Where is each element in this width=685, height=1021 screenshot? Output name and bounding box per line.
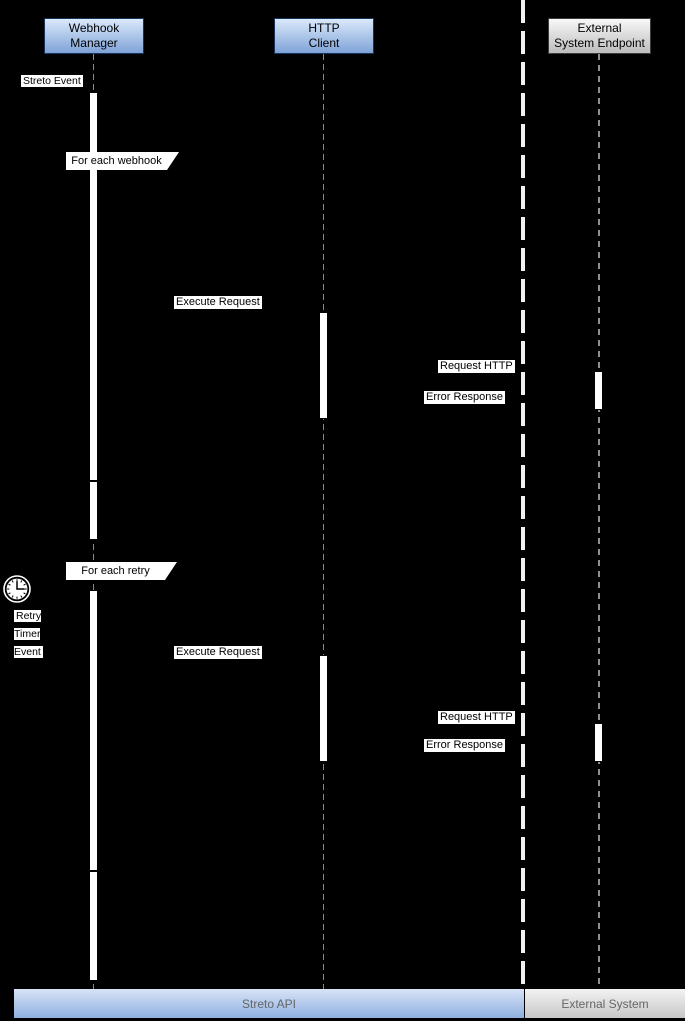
clock-icon [3,575,31,603]
activation-bar-http-client-1 [319,312,328,419]
message-label-retry-timer-event: Retry Timer Event [14,606,58,660]
retry-timer-event-text: Retry Timer Event [14,610,43,658]
message-label-request-http-2: Request HTTP [438,711,515,724]
zone-band-external-system: External System [525,989,685,1018]
activation-bar-webhook-manager-2 [89,481,98,540]
lifeline-external-system-endpoint [598,54,600,989]
loop-label-for-each-retry: For each retry [66,562,177,580]
message-label-execute-request-2: Execute Request [174,646,262,659]
activation-bar-webhook-manager-3 [89,590,98,871]
lifeline-http-client [323,54,324,989]
activation-bar-endpoint-1 [594,371,603,410]
message-label-error-response-1: Error Response [424,391,506,404]
activation-bar-webhook-manager-4 [89,871,98,981]
message-label-execute-request-1: Execute Request [174,296,262,309]
participant-external-system-endpoint: External System Endpoint [548,18,651,54]
message-label-streto-event: Streto Event [21,75,83,87]
activation-bar-endpoint-2 [594,723,603,762]
message-label-error-response-2: Error Response [424,739,506,752]
loop-label-for-each-webhook: For each webhook [66,152,179,170]
participant-webhook-manager: Webhook Manager [44,18,144,54]
participant-http-client: HTTP Client [274,18,374,54]
activation-bar-http-client-2 [319,655,328,762]
activation-bar-webhook-manager-1 [89,92,98,481]
message-label-request-http-1: Request HTTP [438,360,515,373]
zone-separator-line [521,0,525,989]
zone-band-streto-api: Streto API [14,989,524,1018]
zone-label-streto-api: Streto API [241,996,297,1011]
zone-label-external-system: External System [561,996,649,1011]
